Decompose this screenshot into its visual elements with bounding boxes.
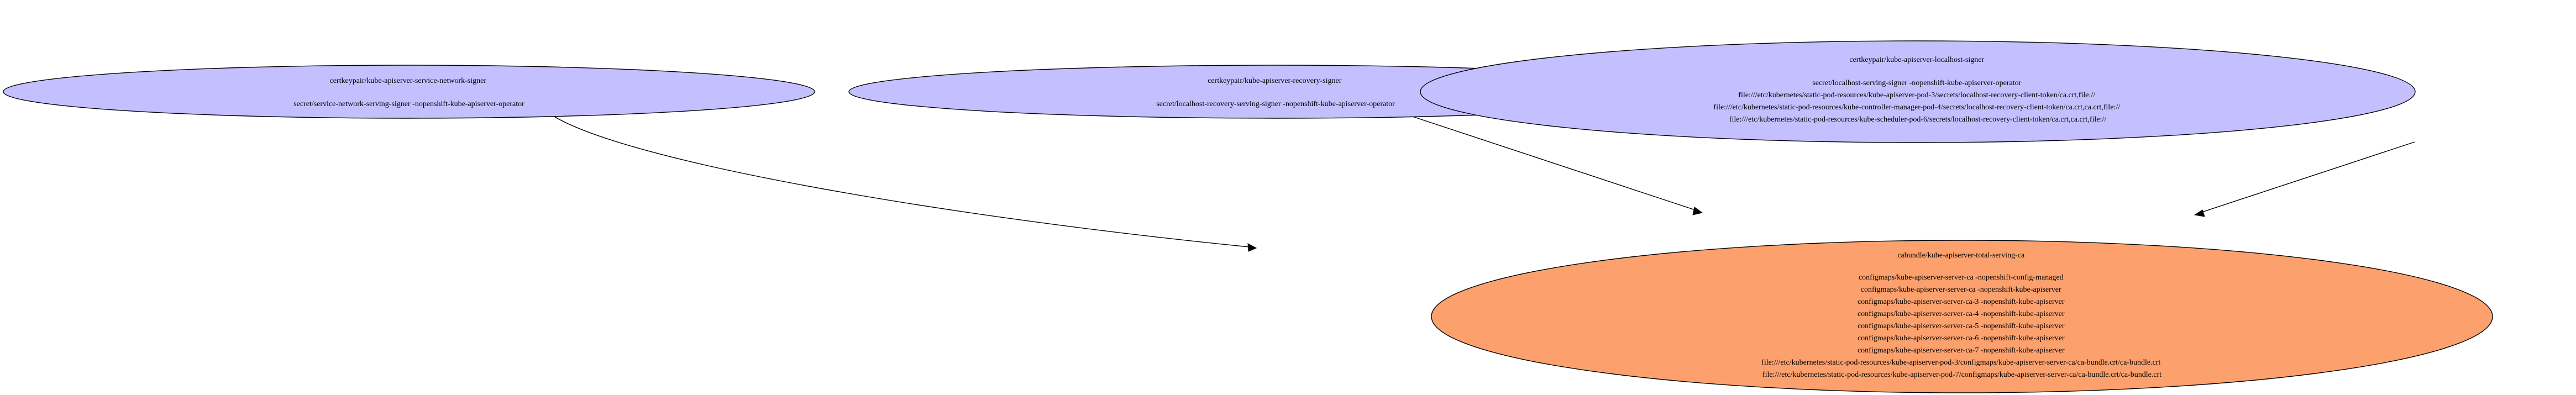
- edge-localhost-to-total-ca: [2200, 141, 2415, 213]
- node-ellipse: [1420, 40, 2416, 143]
- edge-arrowhead: [2194, 209, 2205, 217]
- node-line: file:///etc/kubernetes/static-pod-resour…: [1762, 371, 2161, 379]
- node-line: file:///etc/kubernetes/static-pod-resour…: [1729, 115, 2106, 124]
- svg-text:certkeypair/kube-apiserver-rec: certkeypair/kube-apiserver-recovery-sign…: [1156, 77, 1395, 108]
- node-line: configmaps/kube-apiserver-server-ca-5 -n…: [1858, 322, 2065, 330]
- edge-arrowhead: [1692, 207, 1703, 215]
- edges: [549, 113, 2415, 252]
- node-title: certkeypair/kube-apiserver-service-netwo…: [330, 77, 487, 85]
- node-line: configmaps/kube-apiserver-server-ca-3 -n…: [1858, 298, 2065, 306]
- node-line: secret/localhost-recovery-serving-signer…: [1156, 100, 1395, 108]
- node-line: secret/service-network-serving-signer -n…: [293, 100, 524, 108]
- node-title: certkeypair/kube-apiserver-recovery-sign…: [1208, 77, 1342, 85]
- svg-text:cabundle/kube-apiserver-total-: cabundle/kube-apiserver-total-serving-ca…: [1761, 251, 2163, 379]
- node-line: configmaps/kube-apiserver-server-ca -nop…: [1859, 273, 2064, 282]
- edge-service-network-to-total-ca: [549, 113, 1250, 247]
- node-ellipse: [1431, 240, 2493, 393]
- node-line: secret/localhost-serving-signer -nopensh…: [1812, 79, 2021, 87]
- node-line: configmaps/kube-apiserver-server-ca-7 -n…: [1858, 346, 2065, 355]
- svg-text:certkeypair/kube-apiserver-loc: certkeypair/kube-apiserver-localhost-sig…: [1713, 56, 2122, 124]
- node-total-serving-ca: cabundle/kube-apiserver-total-serving-ca…: [1431, 240, 2493, 393]
- node-ellipse: [3, 65, 815, 119]
- node-line: file:///etc/kubernetes/static-pod-resour…: [1713, 103, 2120, 112]
- node-line: configmaps/kube-apiserver-server-ca-6 -n…: [1858, 334, 2065, 343]
- edge-arrowhead: [1247, 243, 1257, 252]
- node-line: file:///etc/kubernetes/static-pod-resour…: [1738, 91, 2095, 99]
- node-service-network-signer: certkeypair/kube-apiserver-service-netwo…: [3, 65, 815, 119]
- node-line: configmaps/kube-apiserver-server-ca-4 -n…: [1858, 310, 2065, 318]
- node-title: certkeypair/kube-apiserver-localhost-sig…: [1849, 56, 1984, 64]
- node-localhost-signer: certkeypair/kube-apiserver-localhost-sig…: [1420, 40, 2416, 143]
- edge-recovery-to-total-ca-line: [1410, 115, 1697, 211]
- node-line: configmaps/kube-apiserver-server-ca -nop…: [1861, 286, 2061, 294]
- node-title: cabundle/kube-apiserver-total-serving-ca: [1897, 251, 2025, 260]
- svg-text:certkeypair/kube-apiserver-ser: certkeypair/kube-apiserver-service-netwo…: [293, 77, 524, 108]
- node-line: file:///etc/kubernetes/static-pod-resour…: [1761, 359, 2160, 367]
